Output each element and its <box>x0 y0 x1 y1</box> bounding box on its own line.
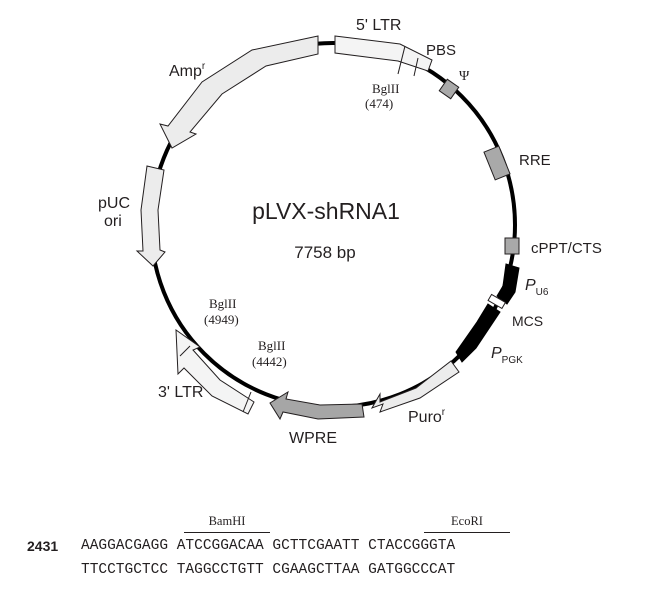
ltr5-tick <box>397 45 406 75</box>
puro-arrow <box>370 360 460 413</box>
bgl474-name: BglII <box>372 81 399 96</box>
pbs-label: PBS <box>426 42 456 59</box>
puc-ori-arrow <box>135 165 166 267</box>
mcs-box <box>487 293 507 310</box>
ltr3-label: 3' LTR <box>158 384 203 401</box>
plasmid-size: 7758 bp <box>294 243 355 262</box>
plasmid-name: pLVX-shRNA1 <box>252 198 400 224</box>
amp-arrow <box>159 35 319 149</box>
sequence-top-strand: AAGGACGAGG ATCCGGACAA GCTTCGAATT CTACCGG… <box>81 538 456 554</box>
ppgk-subscript: PGK <box>502 355 523 366</box>
puc-label-line2: ori <box>104 213 122 230</box>
ltr5-label: 5' LTR <box>356 17 401 34</box>
psi-label: Ψ <box>459 69 470 84</box>
amp-superscript: r <box>202 61 206 72</box>
ltr3-arrow <box>175 329 255 415</box>
ppgk-label: PPGK <box>491 345 523 366</box>
ecori-site-line <box>424 532 510 533</box>
mcs-label: MCS <box>512 313 543 329</box>
sequence-bottom-strand: TTCCTGCTCC TAGGCCTGTT CGAAGCTTAA GATGGCC… <box>81 562 456 578</box>
bgl4949-pos: (4949) <box>204 312 239 327</box>
bgl4442-name: BglII <box>258 338 285 353</box>
bgl4442-tick <box>242 391 252 413</box>
puro-label: Puror <box>408 407 446 426</box>
ltr5-arrow <box>334 35 433 72</box>
puro-superscript: r <box>442 407 446 418</box>
bgl4949-tick <box>179 345 191 357</box>
bamhi-site-line <box>184 532 270 533</box>
pu6-arrow <box>496 263 520 305</box>
rre-box <box>483 145 511 181</box>
ecori-site-label: EcoRI <box>451 514 483 528</box>
wpre-label: WPRE <box>289 430 337 447</box>
bamhi-site-label: BamHI <box>208 514 246 528</box>
pu6-label: PU6 <box>525 277 549 298</box>
ppgk-arrow <box>455 303 501 363</box>
psi-box <box>438 78 460 100</box>
wpre-arrow <box>269 390 365 421</box>
puc-label-line1: pUC <box>98 195 130 212</box>
cppt-box <box>504 237 520 255</box>
pbs-tick <box>413 57 419 77</box>
amp-label: Ampr <box>169 61 206 80</box>
rre-label: RRE <box>519 152 551 169</box>
bgl4949-name: BglII <box>209 296 236 311</box>
cppt-label: cPPT/CTS <box>531 240 602 257</box>
sequence-start-position: 2431 <box>27 538 59 554</box>
bgl4442-pos: (4442) <box>252 354 287 369</box>
bgl474-pos: (474) <box>365 96 393 111</box>
pu6-subscript: U6 <box>536 287 549 298</box>
